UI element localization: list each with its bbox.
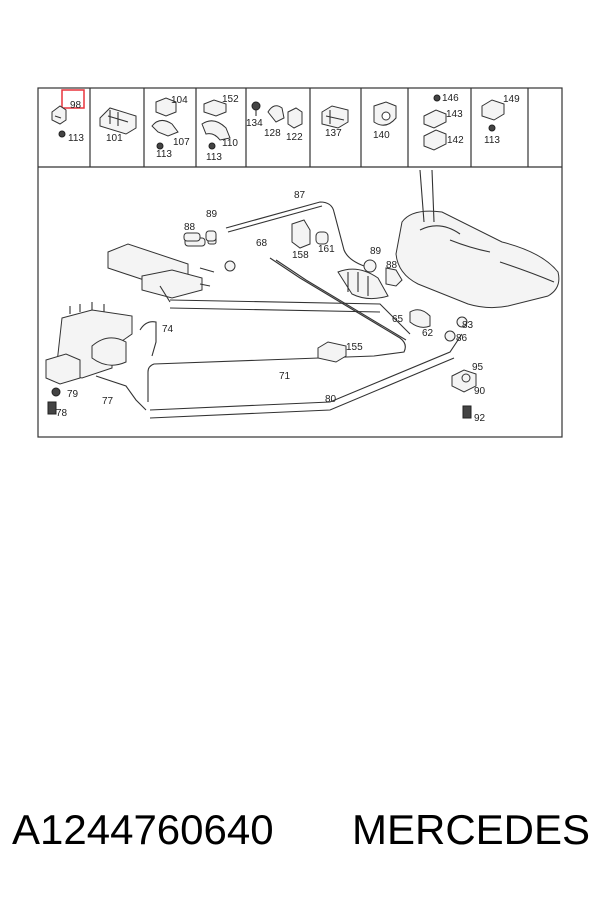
callout-68: 68 <box>256 238 268 249</box>
highlight-box[interactable] <box>61 89 85 109</box>
caption: A1244760640 MERCEDES <box>0 796 600 866</box>
diagram-frame <box>37 87 563 438</box>
callout-110: 110 <box>222 138 238 149</box>
callout-113: 113 <box>484 135 500 146</box>
callout-87: 87 <box>294 190 306 201</box>
callout-90: 90 <box>474 386 486 397</box>
callout-95: 95 <box>472 362 484 373</box>
callout-128: 128 <box>264 128 281 139</box>
top-row-cells <box>89 88 529 167</box>
callout-149: 149 <box>503 94 520 105</box>
callout-137: 137 <box>325 128 342 139</box>
injection-pump <box>45 302 133 415</box>
parts-diagram: 98 113 101 104 107 113 152 110 113 134 1… <box>37 87 563 438</box>
callout-71: 71 <box>279 371 291 382</box>
fuel-lines <box>95 201 463 419</box>
callout-78: 78 <box>56 408 68 419</box>
cell-clips-134-128-122: 134 128 122 <box>246 101 303 143</box>
callout-62: 62 <box>422 328 434 339</box>
callout-146: 146 <box>442 93 459 104</box>
brand-name: MERCEDES <box>352 806 591 853</box>
callout-107: 107 <box>173 137 190 148</box>
callout-83: 83 <box>462 320 474 331</box>
callout-74: 74 <box>162 324 174 335</box>
callout-161: 161 <box>318 244 335 255</box>
callout-101: 101 <box>106 133 123 144</box>
cell-clip-149: 149 113 <box>481 94 520 146</box>
callout-140: 140 <box>373 130 390 141</box>
callout-65: 65 <box>392 314 404 325</box>
small-parts <box>183 219 477 419</box>
callout-113: 113 <box>68 133 84 144</box>
fuel-tank <box>395 169 560 309</box>
cell-clip-104: 104 107 113 <box>151 95 190 160</box>
cell-clip-152: 152 110 113 <box>201 94 239 163</box>
callout-80: 80 <box>325 394 337 405</box>
callout-92: 92 <box>474 413 486 424</box>
callout-158: 158 <box>292 250 309 261</box>
callout-113: 113 <box>156 149 172 160</box>
cell-clips-146-143-142: 146 143 142 <box>423 93 464 151</box>
main-callouts: 87 88 89 68 158 161 89 88 83 65 62 86 74… <box>56 190 486 424</box>
part-number: A1244760640 <box>12 806 274 853</box>
callout-89: 89 <box>206 209 218 220</box>
callout-152: 152 <box>222 94 239 105</box>
callout-155: 155 <box>346 342 363 353</box>
cell-clip-98: 98 113 <box>51 89 85 144</box>
callout-79: 79 <box>67 389 79 400</box>
fuel-pump-assembly <box>107 235 217 303</box>
callout-104: 104 <box>171 95 188 106</box>
callout-143: 143 <box>446 109 463 120</box>
callout-134: 134 <box>246 118 263 129</box>
callout-89: 89 <box>370 246 382 257</box>
callout-142: 142 <box>447 135 464 146</box>
callout-77: 77 <box>102 396 114 407</box>
cell-clip-137: 137 <box>321 105 349 139</box>
callout-122: 122 <box>286 132 303 143</box>
callout-86: 86 <box>456 333 468 344</box>
callout-88: 88 <box>184 222 196 233</box>
callout-88: 88 <box>386 260 398 271</box>
callout-113: 113 <box>206 152 222 163</box>
cell-clip-140: 140 <box>373 101 397 141</box>
cell-clip-101: 101 <box>99 107 137 144</box>
callout-98: 98 <box>70 100 82 111</box>
